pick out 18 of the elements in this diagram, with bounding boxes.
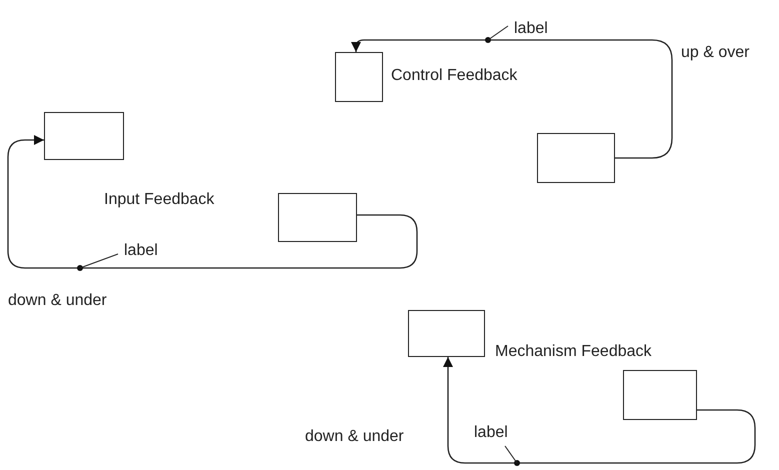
- caption-text: down & under: [8, 291, 107, 310]
- edge-label: label: [474, 423, 508, 442]
- feedback-arrow: [351, 39, 673, 159]
- process-box: [278, 193, 357, 242]
- caption-text: down & under: [305, 427, 404, 446]
- feedback-arrow: [443, 357, 756, 464]
- process-box: [408, 310, 485, 357]
- feedback-arrow: [7, 135, 418, 269]
- caption-text: Mechanism Feedback: [495, 342, 652, 362]
- process-box: [335, 52, 383, 102]
- edge-label: label: [124, 241, 158, 260]
- process-box: [44, 112, 124, 160]
- caption-text: Input Feedback: [104, 190, 214, 210]
- process-box: [537, 133, 615, 183]
- caption-text: Control Feedback: [391, 66, 518, 86]
- process-box: [623, 370, 697, 420]
- caption-text: up & over: [681, 43, 750, 62]
- edge-label: label: [514, 19, 548, 38]
